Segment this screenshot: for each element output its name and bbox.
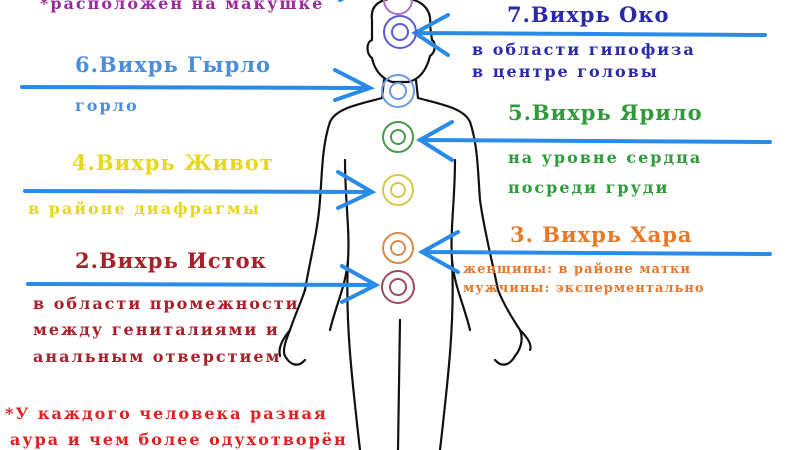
- chakra-5-line: на уровне сердца: [508, 148, 703, 167]
- chakra-3-line: женщины: в районе матки: [463, 262, 691, 277]
- chakra-7-line: в области гипофиза: [472, 40, 696, 59]
- chakra-6-title: 6.Вихрь Гырло: [75, 52, 272, 77]
- arrow-root: [26, 264, 381, 304]
- mandala-icon: [382, 232, 414, 264]
- torso-outline-right: [414, 78, 523, 358]
- chakra-2-line: в области промежности: [33, 294, 300, 313]
- arrow-throat: [20, 68, 376, 102]
- chakra-3-line: мужчины: эксперментально: [463, 281, 705, 296]
- chakra-7-title: 7.Вихрь Око: [507, 2, 670, 27]
- chakra-4-title: 4.Вихрь Живот: [72, 150, 274, 175]
- arrow-heart: [416, 120, 772, 162]
- chakra-6-line: горло: [75, 96, 139, 115]
- arrow-sacral: [417, 230, 772, 274]
- arrow-solar: [23, 170, 377, 210]
- footnote-line: аура и чем более одухотворён: [10, 430, 348, 449]
- mandala-icon: [382, 174, 414, 206]
- mandala-icon: [383, 0, 413, 15]
- head-outline: [366, 0, 436, 84]
- arrows: [20, 0, 772, 304]
- mandala-icon: [381, 270, 415, 304]
- chakra-2-line: между гениталиями и: [33, 320, 280, 339]
- footnote-line: *У каждого человека разная: [5, 404, 328, 423]
- crown-note: *расположен на макушке: [40, 0, 325, 13]
- chakra-4-line: в районе диафрагмы: [28, 199, 261, 218]
- mandala-icon: [382, 121, 414, 153]
- chakra-5-line: посреди груди: [508, 178, 670, 197]
- chakra-3-title: 3. Вихрь Хара: [510, 222, 693, 247]
- mandala-icon: [383, 15, 417, 49]
- chakra-2-title: 2.Вихрь Исток: [75, 248, 267, 273]
- mandala-icon: [381, 74, 415, 108]
- chakra-5-title: 5.Вихрь Ярило: [508, 100, 703, 125]
- chakra-2-line: анальным отверстием: [33, 347, 282, 366]
- chakra-7-line: в центре головы: [472, 62, 659, 81]
- mandala-icons: [381, 0, 417, 304]
